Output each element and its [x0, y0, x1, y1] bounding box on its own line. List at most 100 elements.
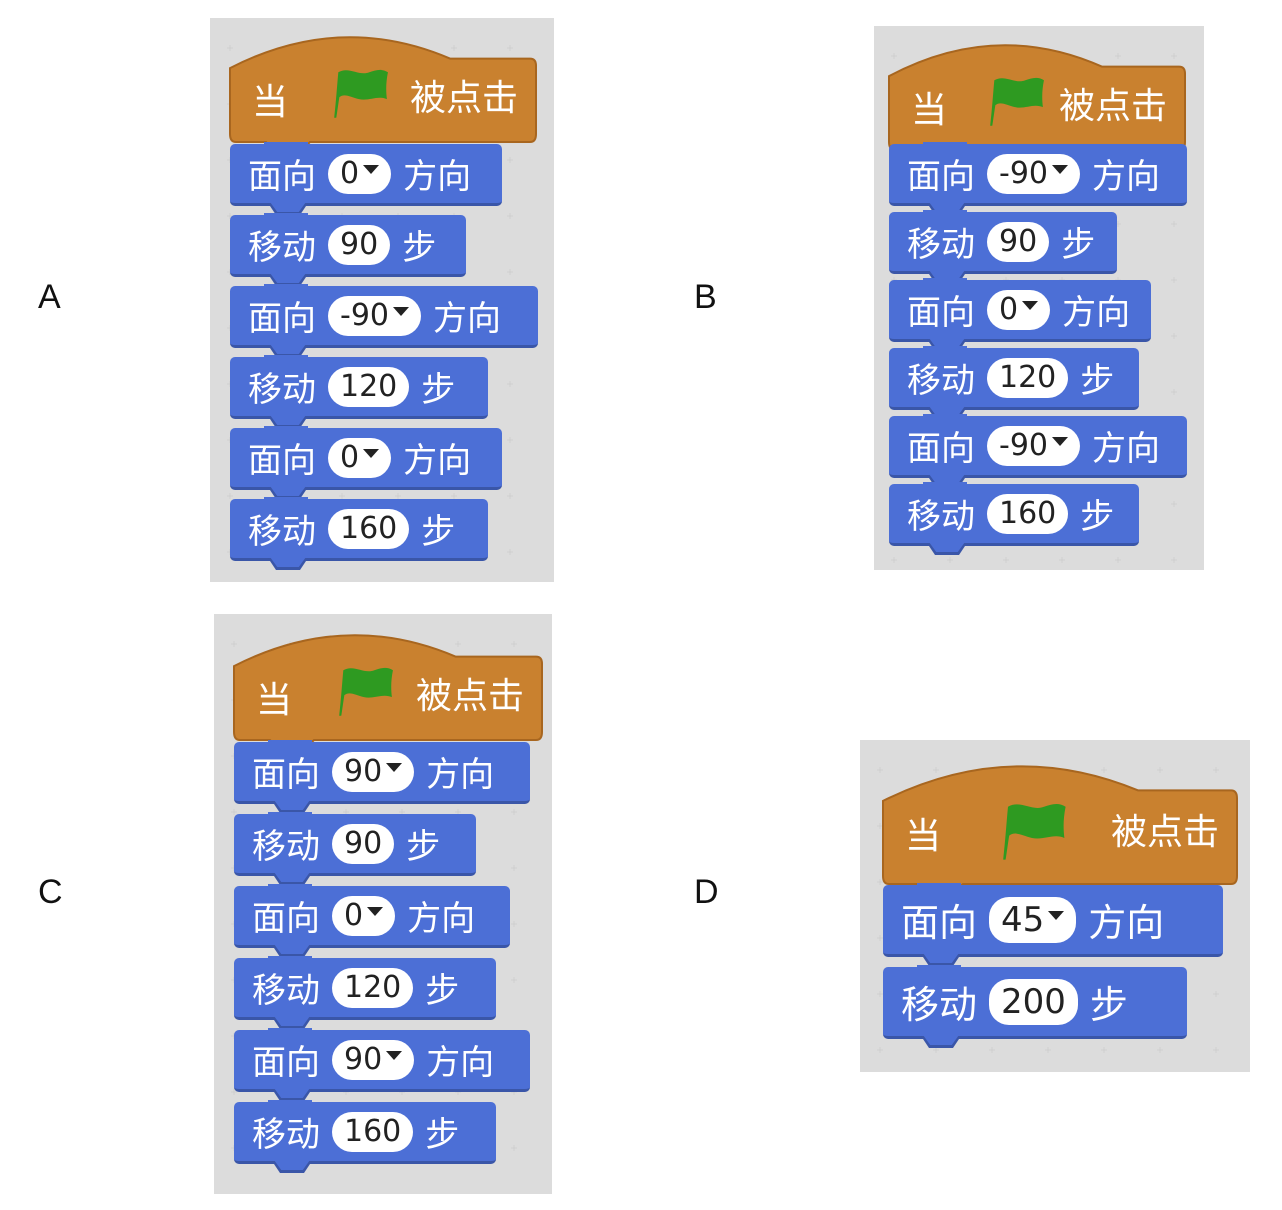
direction-input[interactable]: -90	[328, 295, 421, 336]
point-in-direction-block[interactable]: 面向 0 方向	[889, 278, 1151, 351]
hat-clicked-text: 被点击	[415, 676, 524, 718]
block-suffix: 方向	[1092, 157, 1160, 197]
block-suffix: 步	[425, 1115, 460, 1155]
move-steps-block[interactable]: 移动 160 步	[234, 1100, 496, 1173]
move-steps-block[interactable]: 移动 120 步	[889, 346, 1139, 419]
block-prefix: 面向	[901, 901, 978, 945]
block-notch-fill	[274, 800, 310, 810]
point-in-direction-block[interactable]: 面向 -90 方向	[889, 414, 1187, 487]
script-panel: 当 被点击 面向 45 方向 移动 200 步	[860, 740, 1250, 1072]
direction-input[interactable]: 0	[328, 153, 392, 194]
block-suffix: 方向	[1088, 901, 1165, 945]
block-suffix: 方向	[426, 755, 495, 795]
block-suffix: 步	[1080, 361, 1115, 401]
block-prefix: 面向	[907, 157, 975, 197]
steps-input[interactable]: 90	[332, 823, 395, 864]
hat-clicked-text: 被点击	[1058, 86, 1167, 128]
block-prefix: 移动	[248, 512, 316, 552]
point-in-direction-block[interactable]: 面向 45 方向	[883, 883, 1223, 966]
input-value: 45	[1001, 899, 1045, 940]
steps-input[interactable]: 200	[989, 978, 1078, 1025]
block-notch-fill	[270, 486, 306, 496]
block-prefix: 面向	[248, 157, 316, 197]
input-value: 0	[340, 440, 360, 475]
steps-input[interactable]: 120	[332, 967, 414, 1008]
steps-input[interactable]: 160	[332, 1111, 414, 1152]
block-notch-fill	[929, 406, 965, 416]
hat-when-text: 当	[905, 816, 942, 858]
direction-input[interactable]: 0	[328, 437, 392, 478]
option-label: D	[694, 873, 719, 911]
when-flag-clicked-block[interactable]: 当 被点击	[229, 28, 537, 153]
block-prefix: 面向	[252, 755, 320, 795]
block-notch-fill	[270, 202, 306, 212]
point-in-direction-block[interactable]: 面向 0 方向	[230, 142, 502, 215]
dropdown-arrow-icon	[363, 165, 380, 174]
block-suffix: 方向	[426, 1043, 495, 1083]
option-label: B	[694, 278, 717, 316]
hat-clicked-text: 被点击	[1110, 812, 1219, 854]
block-prefix: 面向	[248, 441, 316, 481]
block-notch-fill	[270, 344, 306, 354]
dropdown-arrow-icon	[1052, 165, 1068, 174]
green-flag-icon	[989, 78, 1044, 126]
dropdown-arrow-icon	[1052, 437, 1068, 446]
block-prefix: 面向	[907, 429, 975, 469]
point-in-direction-block[interactable]: 面向 -90 方向	[889, 142, 1187, 215]
steps-input[interactable]: 120	[987, 357, 1069, 398]
point-in-direction-block[interactable]: 面向 0 方向	[234, 884, 510, 957]
direction-input[interactable]: -90	[987, 153, 1080, 194]
option-label: C	[38, 873, 63, 911]
point-in-direction-block[interactable]: 面向 -90 方向	[230, 284, 538, 357]
block-notch-fill	[929, 270, 965, 280]
input-value: -90	[999, 428, 1048, 463]
direction-input[interactable]: 0	[332, 895, 396, 936]
when-flag-clicked-block[interactable]: 当 被点击	[882, 756, 1238, 895]
block-prefix: 移动	[907, 497, 975, 537]
input-value: 160	[999, 496, 1057, 531]
hat-when-text: 当	[256, 679, 293, 721]
direction-input[interactable]: 90	[332, 1039, 415, 1080]
when-flag-clicked-block[interactable]: 当 被点击	[233, 626, 543, 751]
point-in-direction-block[interactable]: 面向 0 方向	[230, 426, 502, 499]
steps-input[interactable]: 120	[328, 366, 410, 407]
block-prefix: 面向	[248, 299, 316, 339]
direction-input[interactable]: 90	[332, 751, 415, 792]
input-value: 0	[340, 156, 360, 191]
block-prefix: 面向	[252, 899, 320, 939]
option-label: A	[38, 278, 61, 316]
steps-input[interactable]: 90	[987, 221, 1050, 262]
direction-input[interactable]: 45	[989, 896, 1077, 943]
move-steps-block[interactable]: 移动 200 步	[883, 965, 1187, 1048]
input-value: 200	[1001, 981, 1066, 1022]
point-in-direction-block[interactable]: 面向 90 方向	[234, 740, 530, 813]
move-steps-block[interactable]: 移动 90 步	[234, 812, 476, 885]
dropdown-arrow-icon	[367, 907, 384, 916]
when-flag-clicked-block[interactable]: 当 被点击	[888, 36, 1186, 161]
block-suffix: 方向	[403, 157, 472, 197]
move-steps-block[interactable]: 移动 120 步	[230, 355, 488, 428]
steps-input[interactable]: 160	[328, 508, 410, 549]
block-notch-fill	[274, 1016, 310, 1026]
direction-input[interactable]: 0	[987, 289, 1051, 330]
dropdown-arrow-icon	[386, 1051, 403, 1060]
green-flag-icon	[1003, 803, 1066, 860]
steps-input[interactable]: 90	[328, 224, 391, 265]
move-steps-block[interactable]: 移动 160 步	[889, 482, 1139, 555]
steps-input[interactable]: 160	[987, 493, 1069, 534]
direction-input[interactable]: -90	[987, 425, 1080, 466]
move-steps-block[interactable]: 移动 160 步	[230, 497, 488, 570]
move-steps-block[interactable]: 移动 90 步	[889, 210, 1117, 283]
move-steps-block[interactable]: 移动 90 步	[230, 213, 466, 286]
input-value: 90	[344, 1042, 383, 1077]
point-in-direction-block[interactable]: 面向 90 方向	[234, 1028, 530, 1101]
block-notch-fill	[923, 1035, 959, 1045]
block-suffix: 步	[421, 370, 456, 410]
hat-when-text: 当	[911, 89, 948, 131]
block-suffix: 方向	[433, 299, 501, 339]
block-suffix: 方向	[403, 441, 472, 481]
input-value: 120	[340, 369, 398, 404]
move-steps-block[interactable]: 移动 120 步	[234, 956, 496, 1029]
block-prefix: 移动	[252, 1115, 320, 1155]
script-panel: 当 被点击 面向 -90 方向 移动 90 步 面向 0 方向 移	[874, 26, 1204, 570]
